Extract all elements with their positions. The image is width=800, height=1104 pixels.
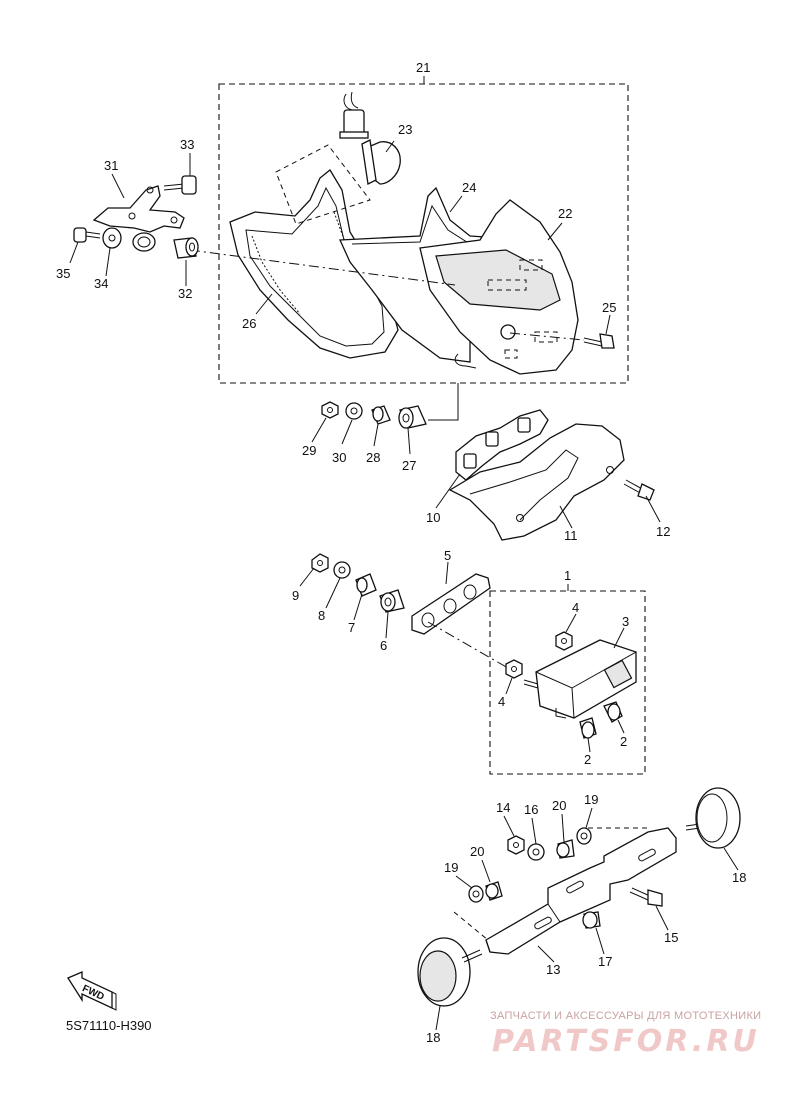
callout-23: 23 bbox=[398, 122, 412, 137]
watermark-brand: PARTSFOR.RU bbox=[492, 1024, 760, 1059]
callout-26: 26 bbox=[242, 316, 256, 331]
bolt-35 bbox=[73, 227, 101, 243]
callout-19-top: 19 bbox=[584, 792, 598, 807]
callout-19-lower: 19 bbox=[444, 860, 458, 875]
callout-4-lower: 4 bbox=[498, 694, 505, 709]
grommet-27 bbox=[398, 405, 427, 429]
callout-2-left: 2 bbox=[584, 752, 591, 767]
screw-25 bbox=[583, 333, 615, 349]
callout-12: 12 bbox=[656, 524, 670, 539]
collar-28 bbox=[371, 405, 391, 425]
callout-33: 33 bbox=[180, 137, 194, 152]
callout-20-lower: 20 bbox=[470, 844, 484, 859]
grommet-6 bbox=[379, 589, 405, 613]
callout-21: 21 bbox=[416, 60, 430, 75]
callout-32: 32 bbox=[178, 286, 192, 301]
callout-1: 1 bbox=[564, 568, 571, 583]
callout-27: 27 bbox=[402, 458, 416, 473]
bracket-13 bbox=[485, 827, 677, 955]
callout-34: 34 bbox=[94, 276, 108, 291]
callout-3: 3 bbox=[622, 614, 629, 629]
callout-2-right: 2 bbox=[620, 734, 627, 749]
collar-20-top bbox=[556, 839, 575, 859]
callout-labels: 21 23 24 22 25 26 31 33 35 34 32 29 30 2… bbox=[56, 60, 746, 1045]
bulb-2-left bbox=[579, 717, 597, 739]
license-light-3 bbox=[523, 639, 637, 719]
callout-4-top: 4 bbox=[572, 600, 579, 615]
housing-22 bbox=[419, 199, 579, 375]
callout-11: 11 bbox=[564, 528, 578, 543]
nut-14 bbox=[507, 835, 525, 855]
callout-13: 13 bbox=[546, 962, 560, 977]
callout-24: 24 bbox=[462, 180, 476, 195]
washer-19-lower bbox=[468, 885, 484, 903]
bolt-15 bbox=[629, 887, 663, 907]
cover-11 bbox=[448, 423, 625, 541]
callout-18-right: 18 bbox=[732, 870, 746, 885]
screw-12 bbox=[623, 479, 655, 501]
callout-6: 6 bbox=[380, 638, 387, 653]
callout-28: 28 bbox=[366, 450, 380, 465]
fwd-arrow-icon: FWD bbox=[67, 971, 117, 1011]
washer-8 bbox=[333, 561, 351, 579]
callout-30: 30 bbox=[332, 450, 346, 465]
callout-22: 22 bbox=[558, 206, 572, 221]
callout-14: 14 bbox=[496, 800, 510, 815]
washer-34 bbox=[102, 227, 122, 249]
bracket-5 bbox=[411, 573, 491, 635]
reflector-18-left bbox=[417, 937, 483, 1007]
reflector-18-right bbox=[685, 787, 741, 849]
callout-10: 10 bbox=[426, 510, 440, 525]
watermark-tagline: ЗАПЧАСТИ И АКСЕССУАРЫ ДЛЯ МОТОТЕХНИКИ bbox=[490, 1010, 762, 1022]
bulb-2-right bbox=[603, 701, 623, 723]
callout-16: 16 bbox=[524, 802, 538, 817]
callout-25: 25 bbox=[602, 300, 616, 315]
callout-17: 17 bbox=[598, 954, 612, 969]
callout-9: 9 bbox=[292, 588, 299, 603]
callout-29: 29 bbox=[302, 443, 316, 458]
callout-5: 5 bbox=[444, 548, 451, 563]
callout-15: 15 bbox=[664, 930, 678, 945]
collar-20-lower bbox=[485, 881, 503, 901]
callout-18-left: 18 bbox=[426, 1030, 440, 1045]
bolt-33 bbox=[163, 175, 197, 195]
washer-16 bbox=[527, 843, 545, 861]
leader-lines bbox=[69, 140, 739, 1031]
nut-4-top bbox=[555, 631, 573, 651]
grommet-17 bbox=[582, 911, 601, 929]
callout-8: 8 bbox=[318, 608, 325, 623]
nut-9 bbox=[311, 553, 329, 573]
callout-35: 35 bbox=[56, 266, 70, 281]
nut-29 bbox=[321, 401, 339, 419]
callout-31: 31 bbox=[104, 158, 118, 173]
callout-20-top: 20 bbox=[552, 798, 566, 813]
bulb-socket bbox=[339, 91, 369, 139]
bulb-23 bbox=[361, 139, 401, 185]
bracket-31 bbox=[92, 185, 185, 233]
washer-30 bbox=[345, 402, 363, 420]
washer-19-top bbox=[576, 827, 592, 845]
ring-collar bbox=[132, 232, 156, 252]
nut-4-lower bbox=[505, 659, 523, 679]
assembly-box-1 bbox=[489, 590, 646, 775]
fwd-label: FWD bbox=[80, 983, 105, 1003]
diagram-code: 5S71110-H390 bbox=[66, 1018, 152, 1033]
grommet-32 bbox=[173, 237, 199, 259]
callout-7: 7 bbox=[348, 620, 355, 635]
collar-7 bbox=[355, 573, 377, 597]
